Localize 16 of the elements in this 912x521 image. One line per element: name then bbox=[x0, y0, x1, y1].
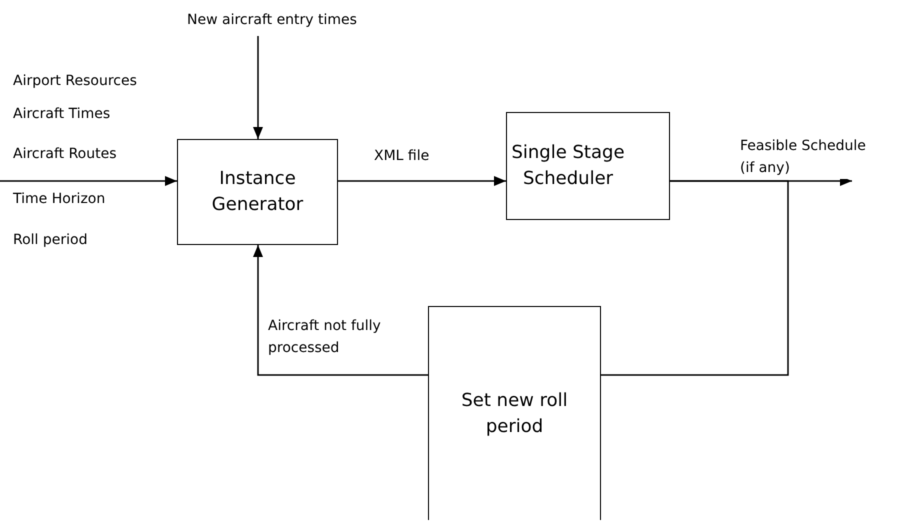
process-box bbox=[506, 112, 670, 220]
box-label: Instance Generator bbox=[210, 167, 304, 217]
input-label: New aircraft entry times bbox=[187, 11, 357, 29]
box-label: Set new roll period bbox=[460, 388, 569, 438]
input-label: Roll period bbox=[13, 231, 88, 249]
input-label: Aircraft Routes bbox=[13, 145, 117, 163]
arrow bbox=[253, 36, 263, 139]
input-label: Time Horizon bbox=[13, 190, 106, 208]
box-label: Single Stage Scheduler bbox=[510, 141, 626, 191]
arrow bbox=[253, 245, 428, 376]
arrow bbox=[338, 176, 506, 186]
input-label: Airport Resources bbox=[13, 72, 137, 90]
arrow bbox=[0, 176, 177, 186]
input-label: Aircraft Times bbox=[13, 105, 110, 123]
process-box bbox=[177, 139, 338, 245]
process-box bbox=[428, 306, 601, 520]
